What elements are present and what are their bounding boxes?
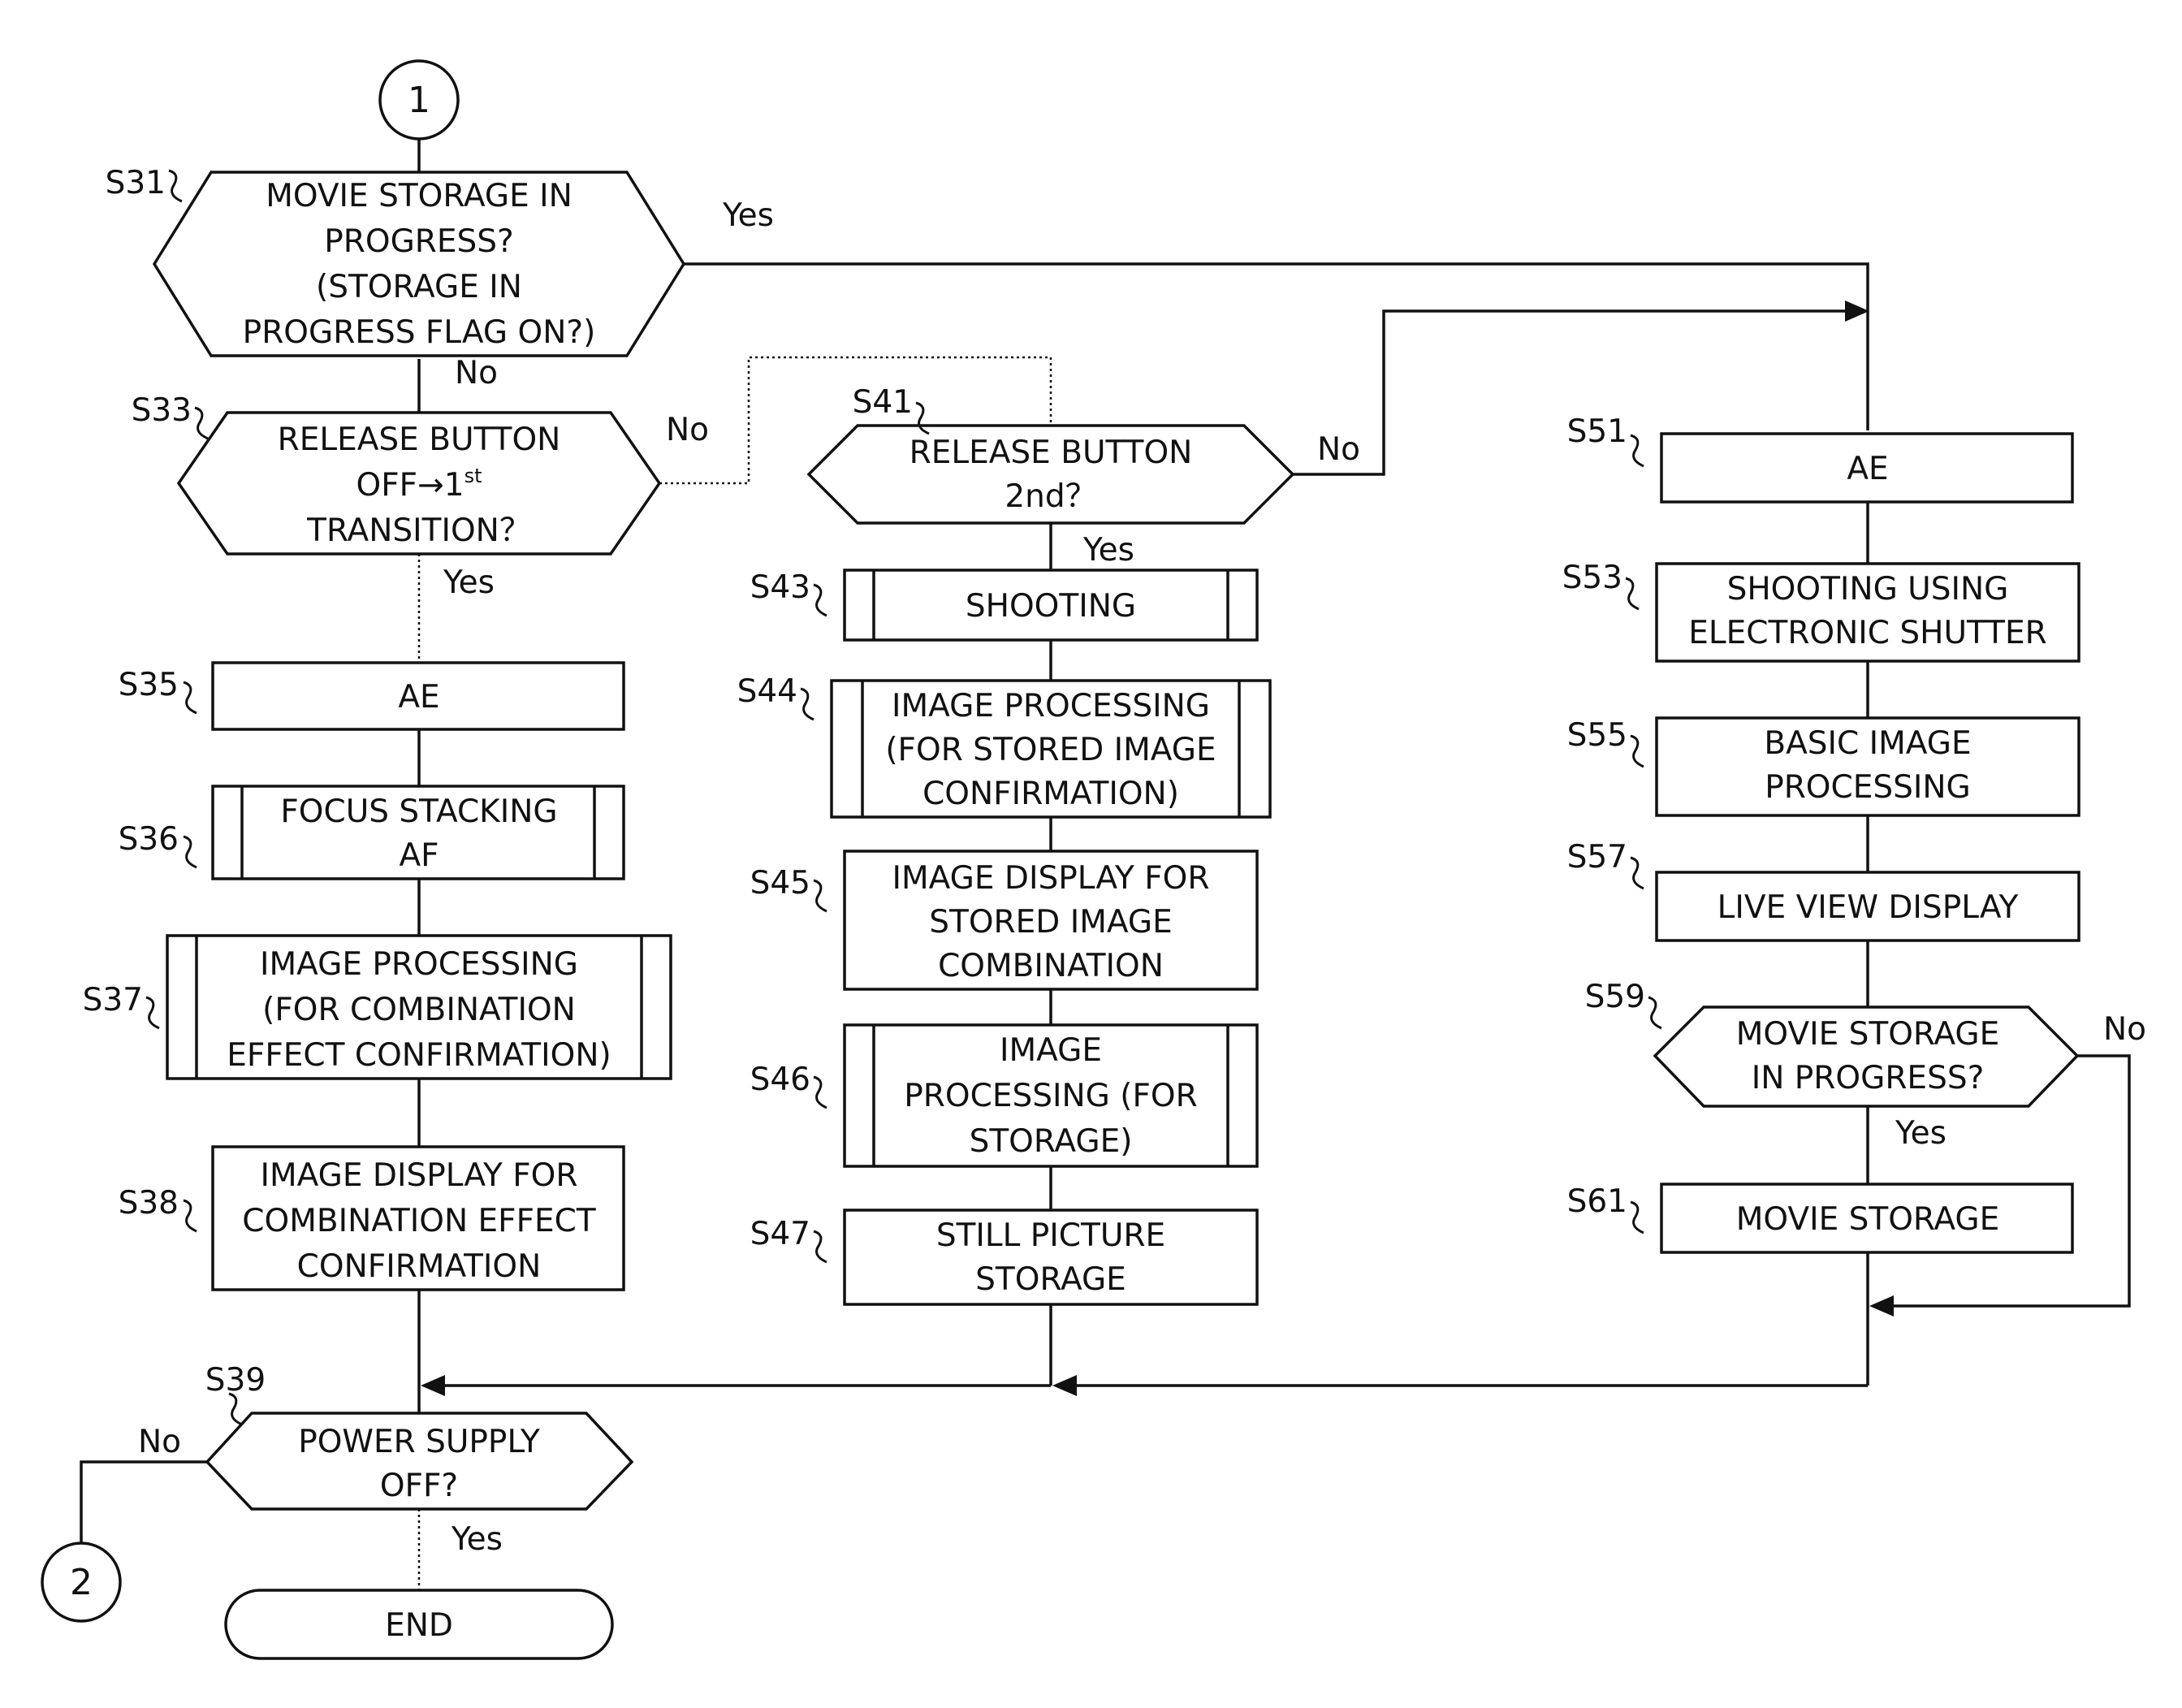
- s55-line-1: BASIC IMAGE: [1764, 725, 1971, 762]
- s36-id: S36: [119, 821, 179, 858]
- s41-yes-label: Yes: [1082, 532, 1134, 569]
- end-label: END: [385, 1607, 453, 1644]
- s46-id: S46: [750, 1062, 810, 1098]
- s59-line-2: IN PROGRESS?: [1752, 1060, 1985, 1096]
- arrowhead-merge-left: [421, 1375, 445, 1396]
- s45-line-3: COMBINATION: [938, 948, 1164, 984]
- s53-line-1: SHOOTING USING: [1727, 571, 2009, 608]
- s45-line-1: IMAGE DISPLAY FOR: [892, 860, 1210, 897]
- s31-line-2: PROGRESS?: [324, 223, 514, 260]
- s53-line-2: ELECTRONIC SHUTTER: [1688, 615, 2047, 651]
- s61-line-1: MOVIE STORAGE: [1736, 1201, 2000, 1238]
- s31-id: S31: [106, 165, 166, 201]
- s44-line-3: CONFIRMATION): [922, 776, 1179, 812]
- step-texts: MOVIE STORAGE IN PROGRESS? (STORAGE IN P…: [227, 178, 2046, 1644]
- s39-id: S39: [205, 1362, 266, 1399]
- s45-line-2: STORED IMAGE: [929, 904, 1172, 940]
- s46-line-2: PROCESSING (FOR: [904, 1078, 1197, 1114]
- s33-line-2-main: OFF→1: [356, 467, 464, 504]
- arrowhead-merge-s59-no: [1869, 1295, 1894, 1317]
- s39-no-label: No: [138, 1424, 181, 1460]
- s41-no-label: No: [1317, 431, 1360, 468]
- s55-id: S55: [1567, 717, 1627, 754]
- s61-id: S61: [1567, 1183, 1627, 1220]
- s59-line-1: MOVIE STORAGE: [1736, 1016, 2000, 1053]
- connector-2-label: 2: [70, 1562, 93, 1603]
- s33-line-1: RELEASE BUTTON: [278, 422, 561, 458]
- s37-line-1: IMAGE PROCESSING: [260, 946, 578, 983]
- s35-id: S35: [119, 667, 179, 703]
- s47-line-1: STILL PICTURE: [936, 1217, 1165, 1254]
- s59-no-label: No: [2103, 1011, 2146, 1048]
- s53-id: S53: [1562, 560, 1622, 596]
- s43-line-1: SHOOTING: [966, 588, 1136, 625]
- s46-line-3: STORAGE): [970, 1123, 1133, 1160]
- s31-line-4: PROGRESS FLAG ON?): [243, 314, 596, 351]
- s44-line-2: (FOR STORED IMAGE: [885, 732, 1216, 768]
- s31-line-1: MOVIE STORAGE IN: [266, 178, 573, 214]
- s38-line-2: COMBINATION EFFECT: [242, 1203, 596, 1239]
- s59-id: S59: [1585, 979, 1645, 1015]
- s57-id: S57: [1567, 839, 1627, 876]
- s31-no-label: No: [455, 355, 498, 391]
- s41-id: S41: [853, 384, 913, 421]
- s47-line-2: STORAGE: [975, 1261, 1126, 1298]
- s51-line-1: AE: [1847, 451, 1888, 487]
- s36-line-2: AF: [399, 837, 439, 874]
- s39-yes-label: Yes: [451, 1521, 503, 1558]
- s37-id: S37: [83, 982, 143, 1018]
- s57-line-1: LIVE VIEW DISPLAY: [1718, 889, 2019, 926]
- s33-yes-label: Yes: [443, 564, 495, 601]
- s31-yes-label: Yes: [722, 197, 774, 234]
- s39-line-1: POWER SUPPLY: [298, 1424, 540, 1460]
- s51-id: S51: [1567, 413, 1627, 450]
- s39-line-2: OFF?: [380, 1468, 458, 1504]
- s37-line-2: (FOR COMBINATION: [262, 992, 576, 1028]
- s45-id: S45: [750, 865, 810, 902]
- s59-yes-label: Yes: [1895, 1115, 1947, 1152]
- s41-line-2: 2nd？: [1005, 478, 1096, 515]
- s44-id: S44: [737, 673, 797, 710]
- s31-line-3: (STORAGE IN: [316, 269, 522, 305]
- s44-line-1: IMAGE PROCESSING: [892, 688, 1210, 724]
- s55-line-2: PROCESSING: [1765, 769, 1971, 806]
- s33-superscript: st: [464, 465, 482, 487]
- s47-id: S47: [750, 1216, 810, 1252]
- s33-line-3: TRANSITION？: [306, 512, 531, 549]
- s33-line-2: OFF→1st: [356, 465, 482, 504]
- s38-id: S38: [119, 1185, 179, 1222]
- arrowhead-right-column-entry: [1845, 301, 1869, 322]
- s36-line-1: FOCUS STACKING: [280, 793, 557, 830]
- s35-line-1: AE: [398, 679, 439, 716]
- s37-line-3: EFFECT CONFIRMATION): [227, 1037, 611, 1074]
- s33-id: S33: [132, 392, 192, 429]
- s46-line-1: IMAGE: [1000, 1032, 1102, 1069]
- s38-line-3: CONFIRMATION: [297, 1248, 542, 1285]
- connector-1-label: 1: [408, 80, 430, 121]
- s38-line-1: IMAGE DISPLAY FOR: [261, 1157, 578, 1194]
- s41-line-1: RELEASE BUTTON: [910, 435, 1193, 471]
- s33-no-label: No: [666, 412, 709, 448]
- arrowhead-merge-middle: [1052, 1375, 1077, 1396]
- s43-id: S43: [750, 569, 810, 606]
